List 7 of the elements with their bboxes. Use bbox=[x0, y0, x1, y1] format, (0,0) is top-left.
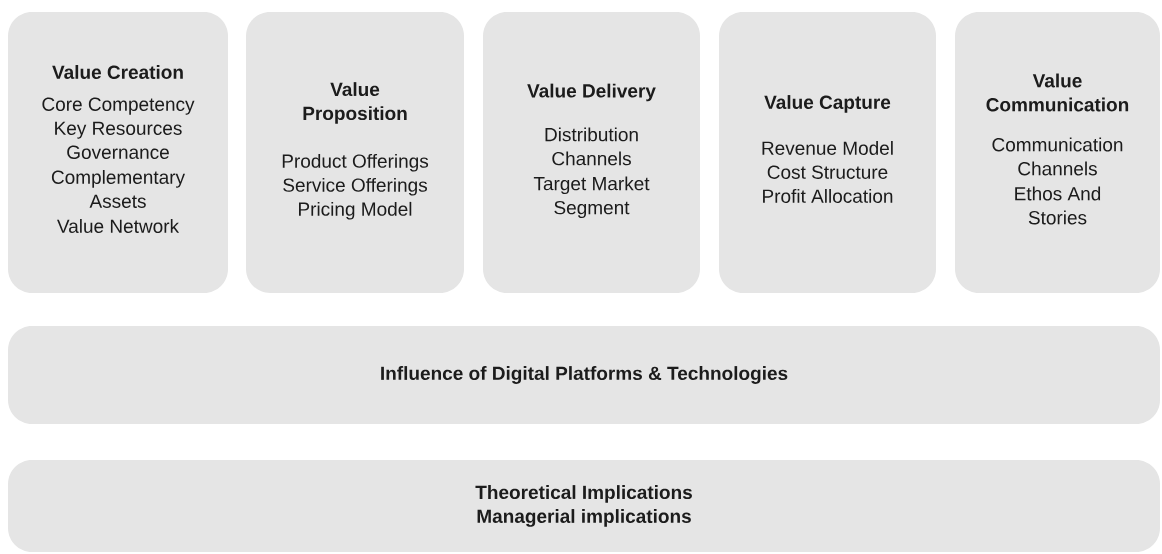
category-box: Value Delivery Distribution Channels Target Market Segment bbox=[483, 12, 700, 293]
category-box: Value Proposition Product Offerings Service Offerings Pricing Model bbox=[246, 12, 464, 293]
category-box: Value Communication Communication Channels Ethos And Stories bbox=[955, 12, 1160, 293]
category-box: Value Creation Core Competency Key Resources Governance Complementary Assets Value Network bbox=[8, 12, 228, 293]
banner-box: Influence of Digital Platforms & Technologies bbox=[8, 326, 1160, 424]
banner-box: Theoretical Implications Managerial implications bbox=[8, 460, 1160, 552]
category-box: Value Capture Revenue Model Cost Structure Profit Allocation bbox=[719, 12, 936, 293]
